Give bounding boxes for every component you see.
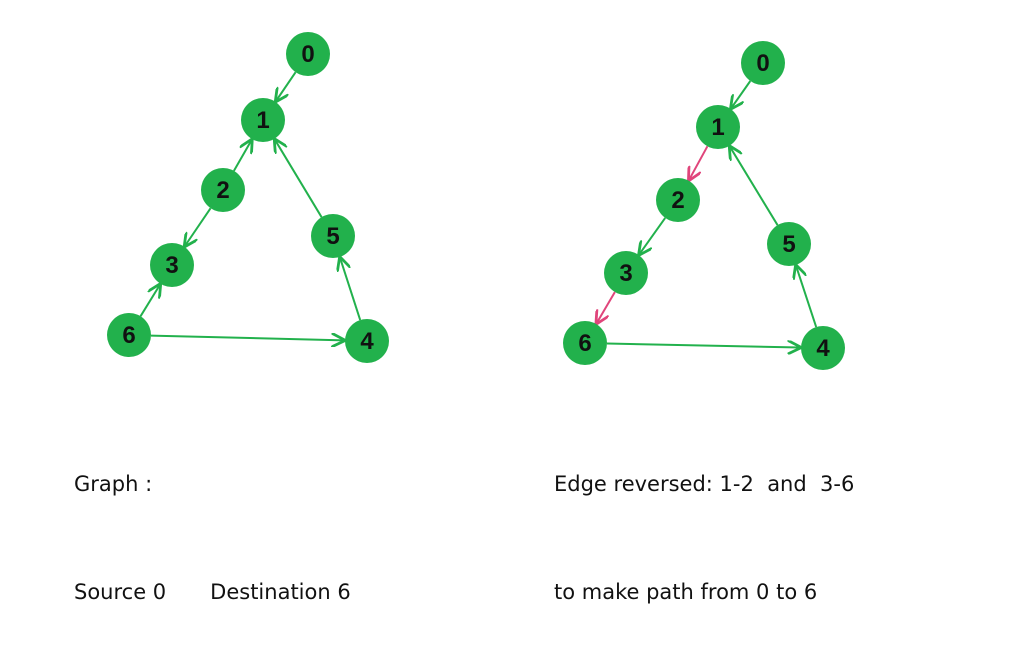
left-node-1: 1 (241, 98, 285, 142)
left-node-circle-4 (345, 319, 389, 363)
right-edge-4-5 (796, 266, 818, 328)
right-edge-1-2-reversed (689, 145, 709, 180)
right-node-3: 3 (604, 251, 648, 295)
left-node-label-1: 1 (256, 107, 269, 134)
left-node-circle-1 (241, 98, 285, 142)
right-node-circle-0 (741, 41, 785, 85)
left-node-label-3: 3 (165, 252, 178, 279)
left-node-label-4: 4 (360, 328, 374, 355)
left-edge-6-4 (150, 336, 344, 341)
left-node-6: 6 (107, 313, 151, 357)
left-node-label-0: 0 (301, 41, 314, 68)
right-node-circle-6 (563, 321, 607, 365)
right-node-label-5: 5 (782, 231, 795, 258)
left-node-circle-0 (286, 32, 330, 76)
left-edge-2-1 (233, 140, 252, 172)
right-node-label-0: 0 (756, 50, 769, 77)
right-edge-0-1 (731, 80, 752, 108)
path-note: to make path from 0 to 6 (554, 580, 818, 604)
right-graph-caption: Edge reversed: 1-2 and 3-6 to make path … (554, 394, 854, 646)
graph-heading: Graph : (74, 472, 153, 496)
graph-diagram: 0 1 2 3 4 5 6 0 1 2 3 4 5 6 (107, 32, 845, 370)
left-node-circle-6 (107, 313, 151, 357)
left-node-circle-5 (311, 214, 355, 258)
right-node-6: 6 (563, 321, 607, 365)
left-node-0: 0 (286, 32, 330, 76)
right-node-0: 0 (741, 41, 785, 85)
left-node-4: 4 (345, 319, 389, 363)
right-node-circle-5 (767, 222, 811, 266)
right-node-circle-3 (604, 251, 648, 295)
edges-layer (139, 71, 818, 348)
right-node-1: 1 (696, 105, 740, 149)
left-node-2: 2 (201, 168, 245, 212)
left-edge-5-1 (275, 140, 323, 218)
left-edge-6-3 (139, 285, 161, 317)
nodes-layer: 0 1 2 3 4 5 6 0 1 2 3 4 5 6 (107, 32, 845, 370)
left-node-circle-3 (150, 243, 194, 287)
left-node-5: 5 (311, 214, 355, 258)
right-node-label-2: 2 (671, 187, 684, 214)
source-label: Source 0 (74, 580, 167, 604)
right-edge-2-3 (639, 217, 667, 254)
right-node-5: 5 (767, 222, 811, 266)
left-node-label-6: 6 (122, 322, 135, 349)
right-edge-3-6-reversed (597, 291, 616, 323)
destination-label: Destination 6 (210, 580, 351, 604)
right-node-circle-2 (656, 178, 700, 222)
right-node-label-3: 3 (619, 260, 632, 287)
right-node-label-4: 4 (816, 335, 830, 362)
left-edge-2-3 (185, 207, 212, 246)
right-node-2: 2 (656, 178, 700, 222)
right-node-4: 4 (801, 326, 845, 370)
right-node-circle-1 (696, 105, 740, 149)
left-node-3: 3 (150, 243, 194, 287)
left-edge-4-5 (340, 258, 362, 321)
right-node-label-1: 1 (711, 114, 724, 141)
right-node-circle-4 (801, 326, 845, 370)
left-graph-caption: Graph : Source 0 Destination 6 (74, 394, 351, 646)
right-edge-5-1 (730, 147, 779, 226)
reversed-edges-note: Edge reversed: 1-2 and 3-6 (554, 472, 855, 496)
left-node-label-5: 5 (326, 223, 339, 250)
left-edge-0-1 (276, 71, 297, 101)
left-node-circle-2 (201, 168, 245, 212)
right-edge-6-4 (606, 344, 800, 348)
right-node-label-6: 6 (578, 330, 591, 357)
left-node-label-2: 2 (216, 177, 229, 204)
